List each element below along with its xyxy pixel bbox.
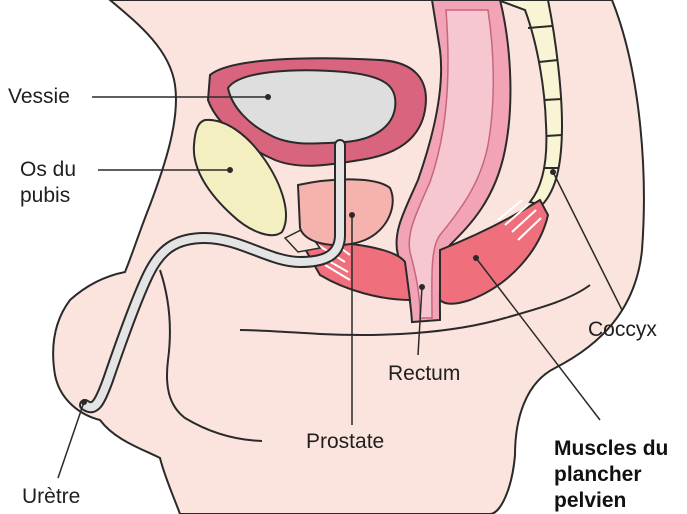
label-muscles-1: Muscles du: [554, 436, 668, 462]
label-muscles-3: pelvien: [554, 488, 626, 514]
label-os-pubis-1: Os du: [20, 158, 76, 182]
label-rectum: Rectum: [388, 362, 460, 386]
label-coccyx: Coccyx: [588, 318, 657, 342]
label-uretre: Urètre: [22, 485, 80, 509]
label-os-pubis-2: pubis: [20, 184, 70, 208]
label-vessie: Vessie: [8, 85, 70, 109]
label-muscles-2: plancher: [554, 462, 642, 488]
label-prostate: Prostate: [306, 430, 384, 454]
